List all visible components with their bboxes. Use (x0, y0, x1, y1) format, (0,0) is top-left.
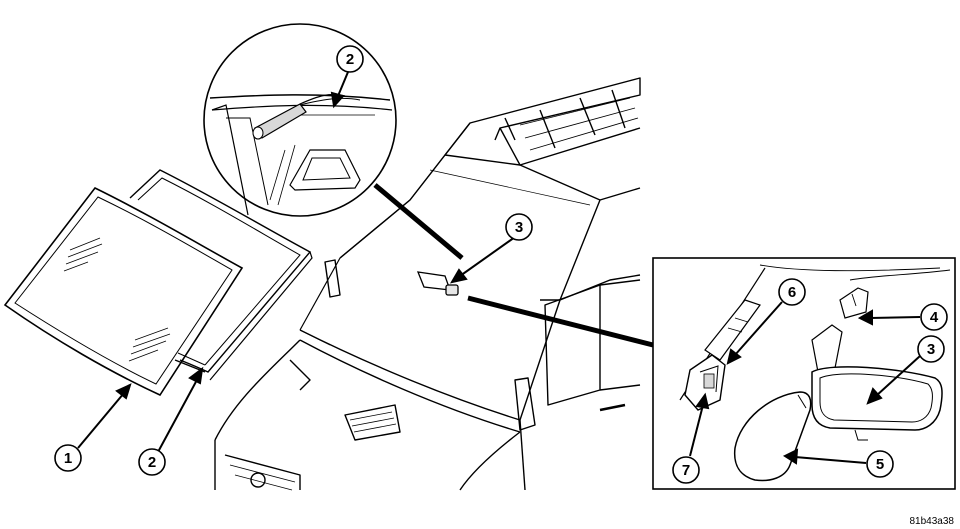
windshield-glass (3, 186, 244, 397)
callout-4: 4 (920, 303, 948, 331)
svg-text:2: 2 (346, 51, 354, 68)
installed-windshield (299, 154, 591, 331)
callout-6: 6 (778, 278, 806, 306)
svg-text:2: 2 (148, 454, 156, 471)
svg-text:1: 1 (64, 450, 72, 467)
svg-text:3: 3 (927, 341, 935, 358)
detail-leader (373, 183, 464, 260)
svg-text:4: 4 (930, 309, 939, 326)
svg-text:3: 3 (515, 219, 523, 236)
svg-text:6: 6 (788, 284, 796, 301)
callout-leaders (77, 71, 921, 465)
inset-leader (467, 295, 654, 348)
svg-text:7: 7 (682, 462, 690, 479)
urethane-gasket (129, 169, 313, 381)
callout-2-detail: 2 (336, 45, 364, 73)
detail-circle (203, 23, 397, 217)
svg-text:5: 5 (876, 456, 884, 473)
callout-1: 1 (54, 444, 82, 472)
callout-3-main: 3 (505, 213, 533, 241)
figure-code: 81b43a38 (910, 516, 955, 527)
callout-7: 7 (672, 456, 700, 484)
callout-3-inset: 3 (917, 335, 945, 363)
callout-2-main: 2 (138, 448, 166, 476)
installed-mirror (416, 271, 459, 296)
callout-5: 5 (866, 450, 894, 478)
